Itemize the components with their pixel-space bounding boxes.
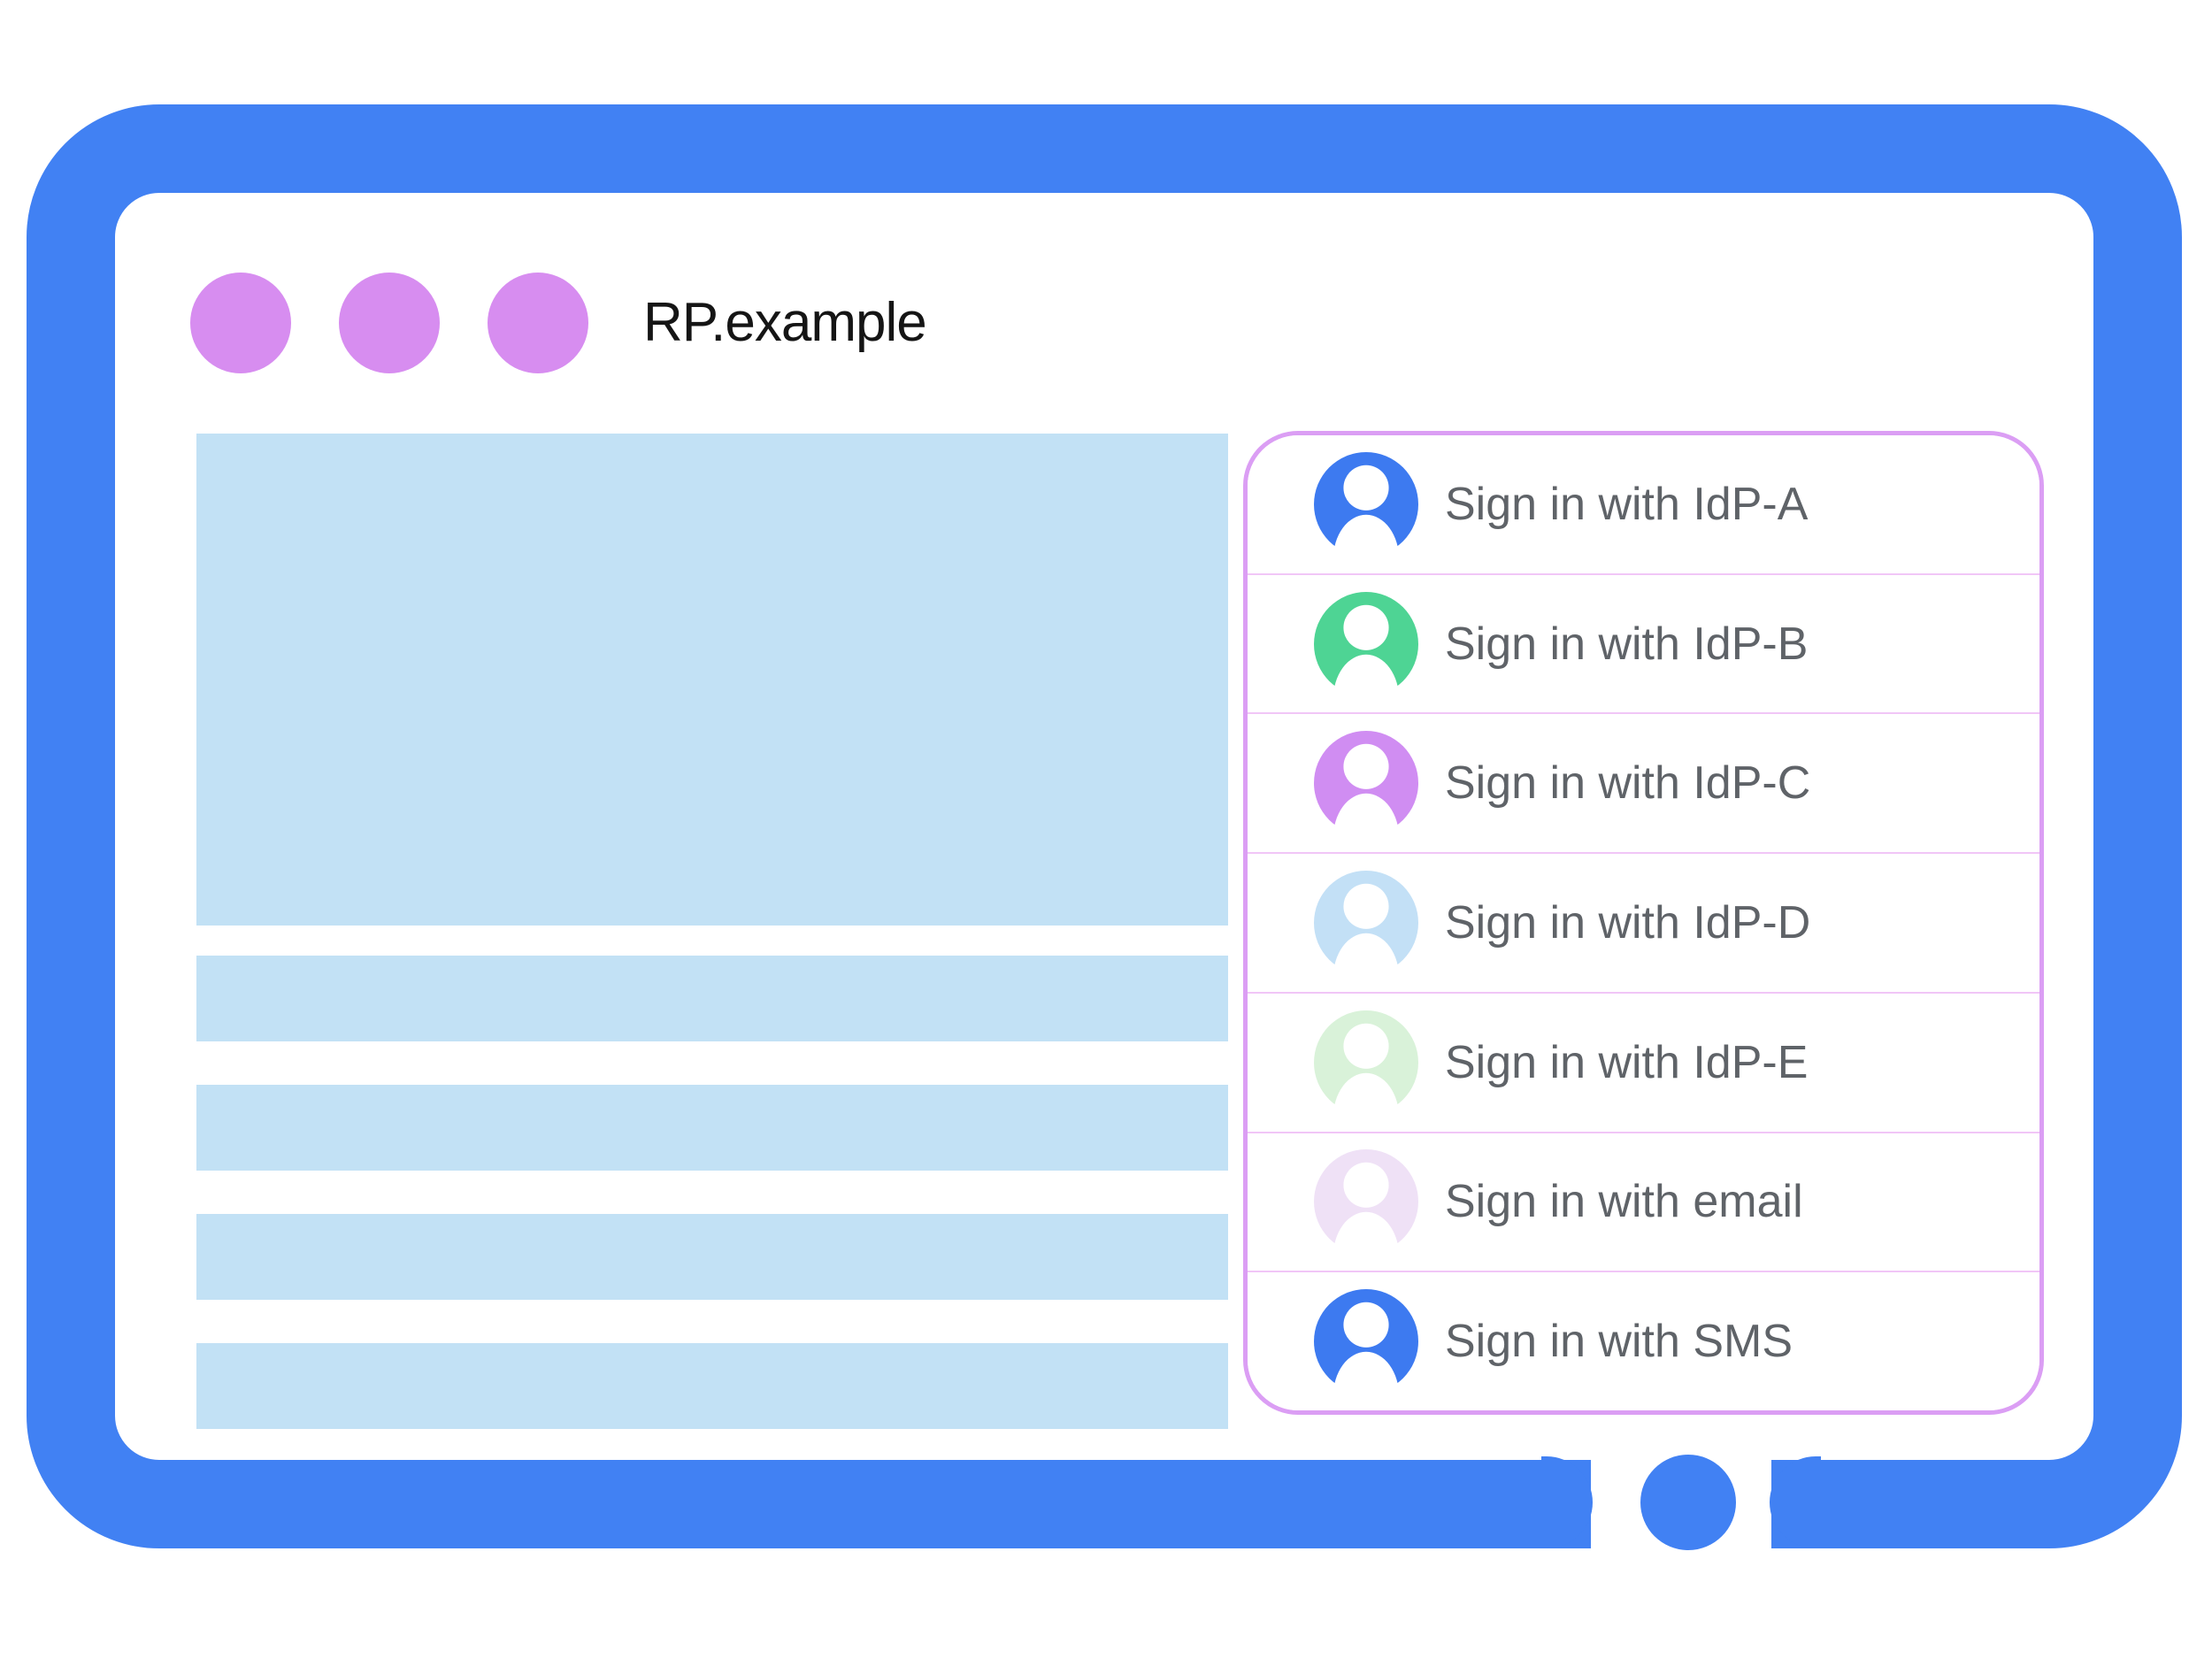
content-placeholder-bar bbox=[196, 1085, 1228, 1171]
window-control-dot-3[interactable] bbox=[488, 273, 588, 373]
home-button[interactable] bbox=[1640, 1455, 1736, 1550]
signin-option-label: Sign in with email bbox=[1445, 1176, 1803, 1228]
signin-chooser-panel: Sign in with IdP-A Sign in with IdP-B Si… bbox=[1243, 431, 2044, 1415]
person-icon bbox=[1314, 871, 1418, 976]
person-icon bbox=[1314, 1010, 1418, 1115]
person-icon bbox=[1314, 591, 1418, 696]
signin-option-idp-d[interactable]: Sign in with IdP-D bbox=[1248, 854, 2039, 994]
page-title: RP.example bbox=[643, 292, 927, 353]
person-icon bbox=[1314, 1149, 1418, 1255]
content-placeholder-hero bbox=[196, 434, 1228, 926]
signin-option-label: Sign in with IdP-B bbox=[1445, 618, 1809, 670]
window-control-dot-2[interactable] bbox=[339, 273, 440, 373]
signin-option-idp-c[interactable]: Sign in with IdP-C bbox=[1248, 714, 2039, 855]
signin-option-idp-b[interactable]: Sign in with IdP-B bbox=[1248, 574, 2039, 715]
signin-option-label: Sign in with IdP-E bbox=[1445, 1036, 1809, 1088]
signin-option-label: Sign in with SMS bbox=[1445, 1316, 1793, 1368]
signin-option-label: Sign in with IdP-D bbox=[1445, 897, 1811, 949]
signin-option-email[interactable]: Sign in with email bbox=[1248, 1133, 2039, 1273]
signin-option-label: Sign in with IdP-A bbox=[1445, 478, 1809, 530]
signin-option-sms[interactable]: Sign in with SMS bbox=[1248, 1272, 2039, 1410]
person-icon bbox=[1314, 1289, 1418, 1394]
content-placeholder-bar bbox=[196, 956, 1228, 1041]
content-placeholder-bar bbox=[196, 1343, 1228, 1429]
signin-option-label: Sign in with IdP-C bbox=[1445, 757, 1811, 810]
content-placeholder-bar bbox=[196, 1214, 1228, 1300]
signin-option-idp-e[interactable]: Sign in with IdP-E bbox=[1248, 993, 2039, 1133]
window-control-dot-1[interactable] bbox=[190, 273, 291, 373]
person-icon bbox=[1314, 451, 1418, 557]
signin-option-idp-a[interactable]: Sign in with IdP-A bbox=[1248, 435, 2039, 575]
person-icon bbox=[1314, 731, 1418, 836]
